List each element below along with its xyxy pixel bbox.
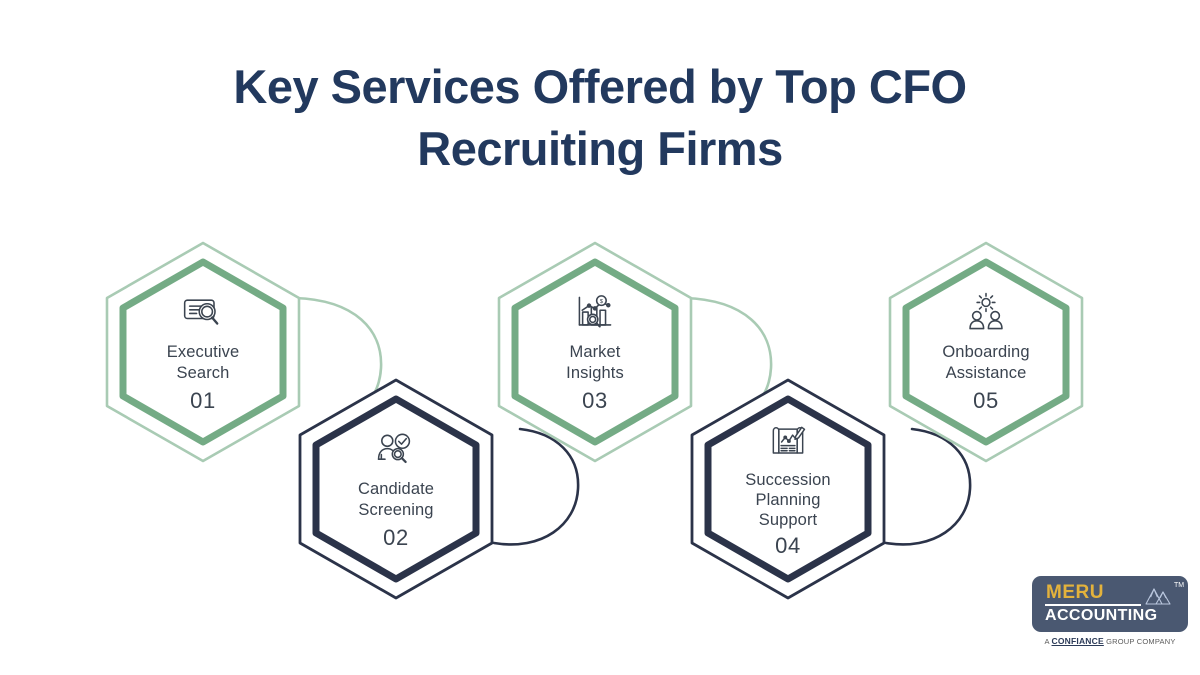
bar-chart-magnifier-icon: $ xyxy=(578,294,612,328)
step-node-2[interactable]: Candidate Screening 02 xyxy=(296,377,496,601)
logo-box: MERU ACCOUNTING TM xyxy=(1032,576,1188,632)
people-gear-icon xyxy=(969,292,1003,330)
step-label-5: Onboarding Assistance xyxy=(942,342,1030,382)
svg-text:$: $ xyxy=(600,299,604,305)
step-number-2: 02 xyxy=(383,525,409,551)
step-label-1: Executive Search xyxy=(166,342,240,382)
logo-trademark: TM xyxy=(1174,582,1185,589)
blueprint-pencil-icon xyxy=(772,426,806,455)
logo-tagline-prefix: A xyxy=(1044,637,1052,646)
step-number-4: 04 xyxy=(775,532,801,558)
step-node-1[interactable]: Executive Search 01 xyxy=(103,240,303,464)
hexagon-outline-4 xyxy=(690,378,886,600)
hexagon-outline-2 xyxy=(298,378,494,600)
step-node-5[interactable]: Onboarding Assistance 05 xyxy=(886,240,1086,464)
page-title-line-2: Recruiting Firms xyxy=(417,122,783,176)
mountain-peaks-icon xyxy=(1145,588,1171,605)
step-number-5: 05 xyxy=(973,388,999,414)
step-node-4[interactable]: Succession Planning Support 04 xyxy=(688,377,888,601)
page-title-line-1: Key Services Offered by Top CFO xyxy=(233,60,967,113)
logo-tagline: A CONFIANCE GROUP COMPANY xyxy=(1032,636,1188,646)
logo-brand-bottom: ACCOUNTING xyxy=(1045,607,1158,624)
logo-tagline-brand: CONFIANCE xyxy=(1051,636,1104,646)
hexagon-outline-1 xyxy=(105,241,301,463)
logo-tagline-suffix: GROUP COMPANY xyxy=(1103,637,1176,646)
document-magnifier-icon xyxy=(183,299,219,325)
brand-logo[interactable]: MERU ACCOUNTING TM A CONFIANCE GROUP COM… xyxy=(1032,576,1188,654)
step-label-4: Succession Planning Support xyxy=(745,471,831,529)
step-node-3[interactable]: $ Market Insights 03 xyxy=(495,240,695,464)
hexagon-outline-3 xyxy=(497,241,693,463)
step-label-2: Candidate Screening xyxy=(357,479,435,519)
page-title: Key Services Offered by Top CFO Recruiti… xyxy=(0,56,1200,180)
step-number-3: 03 xyxy=(582,388,608,414)
step-number-1: 01 xyxy=(190,388,216,414)
logo-divider xyxy=(1045,604,1141,606)
step-label-3: Market Insights xyxy=(566,342,624,382)
person-check-magnifier-icon xyxy=(377,433,411,463)
logo-brand-top: MERU xyxy=(1046,582,1104,603)
hexagon-outline-5 xyxy=(888,241,1084,463)
